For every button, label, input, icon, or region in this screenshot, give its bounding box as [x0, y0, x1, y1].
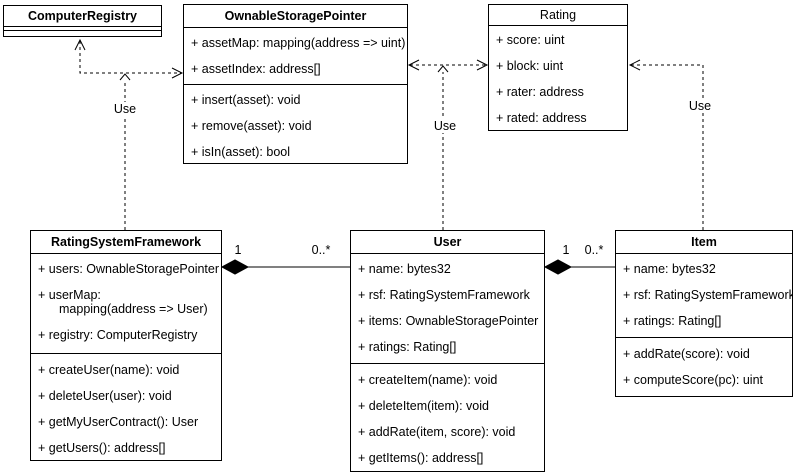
use-label-right: Use — [686, 99, 714, 113]
class-item[interactable]: Item + name: bytes32 + rsf: RatingSystem… — [615, 230, 793, 397]
method-row: + isIn(asset): bool — [191, 145, 291, 159]
attribute-row: + assetMap: mapping(address => uint) — [191, 36, 406, 50]
method-row: + getUsers(): address[] — [38, 441, 166, 455]
class-title: User — [351, 231, 544, 254]
composition-edge-user-item[interactable] — [543, 259, 615, 275]
attribute-row: + ratings: Rating[] — [358, 340, 457, 354]
method-row: + deleteUser(user): void — [38, 389, 172, 403]
method-row: + remove(asset): void — [191, 119, 312, 133]
attribute-row: + items: OwnableStoragePointer — [358, 314, 539, 328]
open-arrowhead-left-icon — [407, 59, 420, 71]
class-title: RatingSystemFramework — [31, 231, 221, 254]
attributes-section — [4, 27, 161, 31]
method-row: + createItem(name): void — [358, 373, 498, 387]
attribute-row: + block: uint — [496, 59, 564, 73]
method-row: + insert(asset): void — [191, 93, 301, 107]
class-title: Item — [616, 231, 792, 254]
open-arrowhead-up-icon — [437, 65, 449, 73]
open-arrowhead-up-icon — [119, 73, 131, 81]
attribute-row: + userMap: mapping(address => User) — [31, 282, 221, 322]
class-title: ComputerRegistry — [4, 6, 161, 27]
class-title: OwnableStoragePointer — [184, 5, 407, 28]
attribute-row: + name: bytes32 — [358, 262, 451, 276]
class-rating[interactable]: Rating + score: uint + block: uint + rat… — [488, 4, 628, 131]
dependency-edge-item-rating[interactable] — [628, 59, 704, 230]
method-row: + getMyUserContract(): User — [38, 415, 199, 429]
attributes-section: + users: OwnableStoragePointer + userMap… — [31, 254, 221, 354]
class-computer-registry[interactable]: ComputerRegistry — [3, 5, 162, 37]
open-arrowhead-left-icon — [628, 59, 641, 71]
class-ownable-storage-pointer[interactable]: OwnableStoragePointer + assetMap: mappin… — [183, 4, 408, 164]
method-row: + createUser(name): void — [38, 363, 180, 377]
composition-diamond-icon — [220, 259, 250, 275]
attribute-row: + ratings: Rating[] — [623, 314, 722, 328]
attribute-row: + rater: address — [496, 85, 584, 99]
multiplicity-many-left: 0..* — [311, 243, 331, 257]
composition-diamond-icon — [543, 259, 573, 275]
dependency-edge-rsf-use[interactable] — [119, 73, 131, 230]
attribute-row: + rsf: RatingSystemFramework — [358, 288, 530, 302]
attributes-section: + name: bytes32 + rsf: RatingSystemFrame… — [616, 254, 792, 338]
open-arrowhead-up-icon — [74, 38, 86, 51]
attribute-row: + registry: ComputerRegistry — [38, 328, 198, 342]
class-user[interactable]: User + name: bytes32 + rsf: RatingSystem… — [350, 230, 545, 472]
attribute-row: + users: OwnableStoragePointer — [38, 262, 220, 276]
attribute-row: + name: bytes32 — [623, 262, 716, 276]
methods-section: + createUser(name): void + deleteUser(us… — [31, 354, 221, 460]
dependency-edge-cr-osp[interactable] — [74, 38, 184, 79]
attributes-section: + name: bytes32 + rsf: RatingSystemFrame… — [351, 254, 544, 364]
attribute-line: mapping(address => User) — [59, 302, 208, 316]
class-rating-system-framework[interactable]: RatingSystemFramework + users: OwnableSt… — [30, 230, 222, 461]
open-arrowhead-right-icon — [476, 59, 489, 71]
multiplicity-many-right: 0..* — [584, 243, 604, 257]
methods-section: + addRate(score): void + computeScore(pc… — [616, 338, 792, 396]
attribute-line: + userMap: — [38, 288, 101, 302]
composition-edge-rsf-user[interactable] — [220, 259, 350, 275]
dependency-edge-osp-rating[interactable] — [407, 59, 489, 71]
multiplicity-one-right: 1 — [562, 243, 570, 257]
method-row: + deleteItem(item): void — [358, 399, 489, 413]
attribute-row: + assetIndex: address[] — [191, 62, 321, 76]
methods-section: + createItem(name): void + deleteItem(it… — [351, 364, 544, 471]
methods-section — [4, 31, 161, 36]
attributes-section: + assetMap: mapping(address => uint) + a… — [184, 28, 407, 85]
method-row: + addRate(score): void — [623, 347, 750, 361]
class-title: Rating — [489, 5, 627, 26]
attributes-section: + score: uint + block: uint + rater: add… — [489, 26, 627, 130]
open-arrowhead-right-icon — [171, 67, 184, 79]
use-label-middle: Use — [431, 119, 459, 133]
use-label-left: Use — [111, 102, 139, 116]
attribute-row: + rated: address — [496, 111, 587, 125]
method-row: + addRate(item, score): void — [358, 425, 516, 439]
method-row: + computeScore(pc): uint — [623, 373, 763, 387]
method-row: + getItems(): address[] — [358, 451, 484, 465]
multiplicity-one-left: 1 — [234, 243, 242, 257]
attribute-row: + rsf: RatingSystemFramework — [623, 288, 792, 302]
dependency-edge-user-use[interactable] — [437, 65, 449, 230]
attribute-row: + score: uint — [496, 33, 565, 47]
methods-section: + insert(asset): void + remove(asset): v… — [184, 85, 407, 163]
